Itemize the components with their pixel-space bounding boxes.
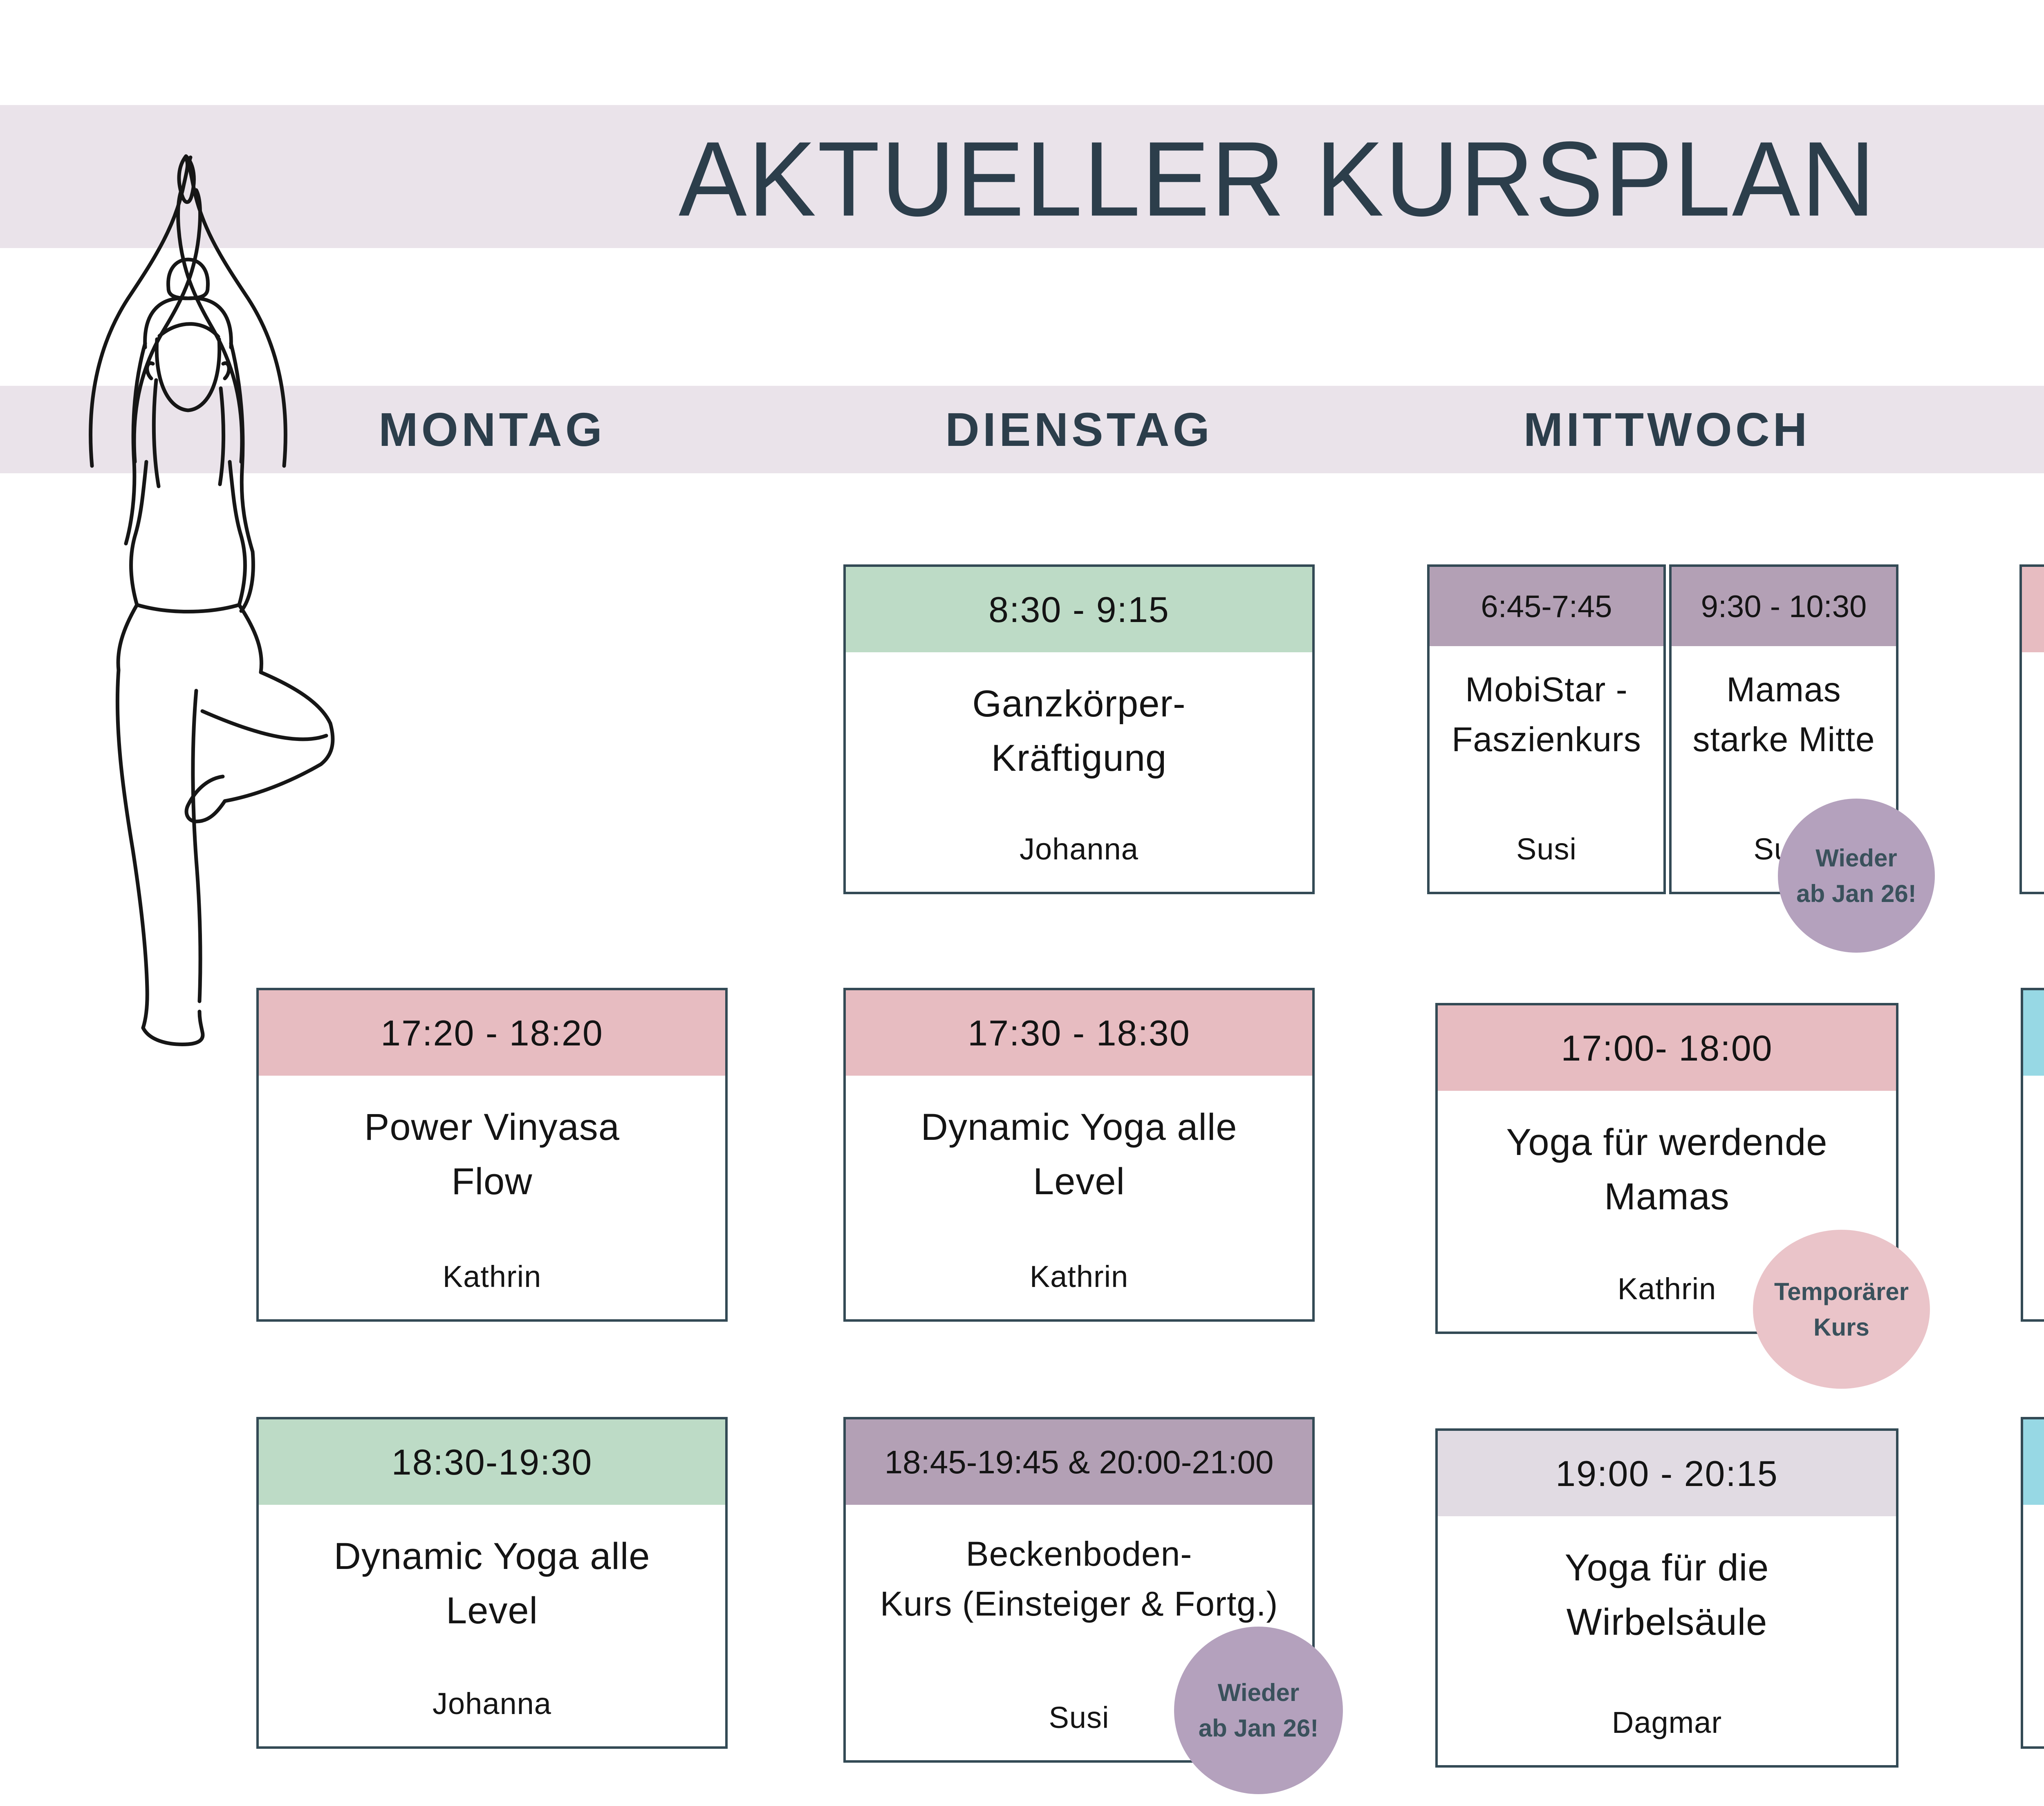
yoga-figure-line-art (61, 135, 347, 1075)
course-time: 17:00- 18:00 (1561, 1027, 1773, 1068)
day-label-wednesday: MITTWOCH (1523, 403, 1811, 456)
course-teacher: Susi (1049, 1701, 1109, 1734)
course-time: 9:30 - 10:30 (1701, 589, 1867, 624)
course-time-header: 9:30 - 10:30 (1672, 567, 1896, 646)
badge-text: Wieder ab Jan 26! (1198, 1679, 1319, 1742)
course-body: MobiStar - Faszienkurs Susi (1430, 646, 1663, 892)
course-body: Mobility für Männer Sarah (2023, 1505, 2044, 1746)
course-card-wed-evening2: 19:00 - 20:15 Yoga für die Wirbelsäule D… (1435, 1428, 1898, 1768)
course-title: Yoga für die Wirbelsäule (1564, 1547, 1769, 1643)
course-time-header: 6:45-7:45 (1430, 567, 1663, 646)
course-title: Mamas starke Mitte (1692, 670, 1875, 759)
course-time: 18:45-19:45 & 20:00-21:00 (884, 1443, 1274, 1480)
course-title: Dein Yoga-Morgen (2022, 677, 2044, 786)
course-title: Ganzkörper- Kräftigung (972, 683, 1186, 779)
course-time: 8:30 - 9:15 (988, 589, 1170, 630)
course-body: Ganzkörper- Kräftigung Johanna (846, 652, 1312, 892)
course-card-thu-evening1: 18:00 - 19:00 BALANCE - Kraft und Bewegl… (2021, 988, 2044, 1322)
course-card-tue-morning: 8:30 - 9:15 Ganzkörper- Kräftigung Johan… (843, 564, 1315, 894)
course-body: Dynamic Yoga alle Level Kathrin (846, 1076, 1312, 1319)
badge-wieder-ab-jan-26-bottom: Wieder ab Jan 26! (1174, 1627, 1343, 1794)
course-title: Yoga für werdende Mamas (1506, 1121, 1828, 1218)
course-time: 17:20 - 18:20 (381, 1012, 603, 1053)
course-teacher: Johanna (1020, 832, 1139, 866)
course-body: Dynamic Yoga alle Level Johanna (259, 1505, 725, 1746)
course-card-thu-evening2: 19:15 - 20:15 Mobility für Männer Sarah (2021, 1417, 2044, 1749)
course-teacher: Susi (1516, 832, 1577, 866)
course-card-mon-evening2: 18:30-19:30 Dynamic Yoga alle Level Joha… (256, 1417, 728, 1749)
course-title: Beckenboden- Kurs (Einsteiger & Fortg.) (880, 1535, 1278, 1623)
course-time: 6:45-7:45 (1481, 589, 1612, 624)
course-teacher: Kathrin (1029, 1260, 1129, 1294)
course-body: Beckenboden- Kurs (Einsteiger & Fortg.) … (846, 1505, 1312, 1760)
course-time: 17:30 - 18:30 (968, 1012, 1190, 1053)
course-time-header: 8:30 - 9:15 (846, 567, 1312, 652)
course-time: 19:00 - 20:15 (1555, 1453, 1778, 1494)
course-time-header: 18:45-19:45 & 20:00-21:00 (846, 1419, 1312, 1505)
day-label-tuesday: DIENSTAG (945, 403, 1213, 456)
course-title: Mobility für Männer (2023, 1529, 2044, 1638)
course-time-header: 18:30-19:30 (259, 1419, 725, 1505)
course-time-header: 17:20 - 18:20 (259, 990, 725, 1076)
badge-temporaerer-kurs: Temporärer Kurs (1753, 1230, 1930, 1389)
course-teacher: Kathrin (442, 1260, 542, 1294)
course-title: Power Vinyasa Flow (364, 1106, 620, 1203)
course-teacher: Sarah (2023, 1259, 2044, 1294)
course-time-header: 8:15 - 9:15 (2022, 567, 2044, 652)
course-time: 18:30-19:30 (391, 1441, 593, 1482)
course-time-header: 19:00 - 20:15 (1438, 1431, 1896, 1516)
course-time-header: 18:00 - 19:00 (2023, 990, 2044, 1076)
course-title: Dynamic Yoga alle Level (334, 1535, 650, 1632)
course-body: BALANCE - Kraft und Beweglichkeit Sarah (2023, 1076, 2044, 1319)
badge-text: Temporärer Kurs (1774, 1278, 1909, 1341)
course-title: BALANCE - Kraft und Beweglichkeit (2023, 1100, 2044, 1209)
course-body: Mamas starke Mitte Susi (1672, 646, 1896, 892)
course-body: Dein Yoga-Morgen Kathrin (2022, 652, 2044, 892)
course-teacher: Dagmar (1611, 1705, 1722, 1739)
course-teacher: Kathrin (2022, 832, 2044, 866)
course-teacher: Kathrin (1617, 1272, 1717, 1306)
course-card-tue-evening1: 17:30 - 18:30 Dynamic Yoga alle Level Ka… (843, 988, 1315, 1322)
course-body: Yoga für die Wirbelsäule Dagmar (1438, 1516, 1896, 1765)
course-card-thu-morning: 8:15 - 9:15 Dein Yoga-Morgen Kathrin (2019, 564, 2044, 894)
course-time-header: 17:30 - 18:30 (846, 990, 1312, 1076)
course-title: Dynamic Yoga alle Level (921, 1106, 1237, 1203)
badge-wieder-ab-jan-26-top: Wieder ab Jan 26! (1778, 799, 1935, 953)
course-teacher: Sarah (2023, 1686, 2044, 1721)
day-label-thursday: DONNERSTAG (2021, 386, 2044, 473)
course-time-header: 17:00- 18:00 (1438, 1005, 1896, 1091)
title-band (0, 105, 2044, 248)
course-teacher: Johanna (433, 1687, 551, 1721)
course-body: Power Vinyasa Flow Kathrin (259, 1076, 725, 1319)
badge-text: Wieder ab Jan 26! (1796, 844, 1916, 907)
course-card-wed-early: 6:45-7:45 MobiStar - Faszienkurs Susi (1427, 564, 1666, 894)
day-label-monday: MONTAG (379, 403, 605, 456)
course-body: Yoga für werdende Mamas Kathrin (1438, 1091, 1896, 1332)
day-header-band (0, 386, 2044, 473)
course-card-tue-evening2: 18:45-19:45 & 20:00-21:00 Beckenboden- K… (843, 1417, 1315, 1763)
course-title: MobiStar - Faszienkurs (1452, 670, 1641, 759)
course-time-header: 19:15 - 20:15 (2023, 1419, 2044, 1505)
course-card-mon-evening1: 17:20 - 18:20 Power Vinyasa Flow Kathrin (256, 988, 728, 1322)
page-title: AKTUELLER KURSPLAN (679, 119, 1876, 238)
